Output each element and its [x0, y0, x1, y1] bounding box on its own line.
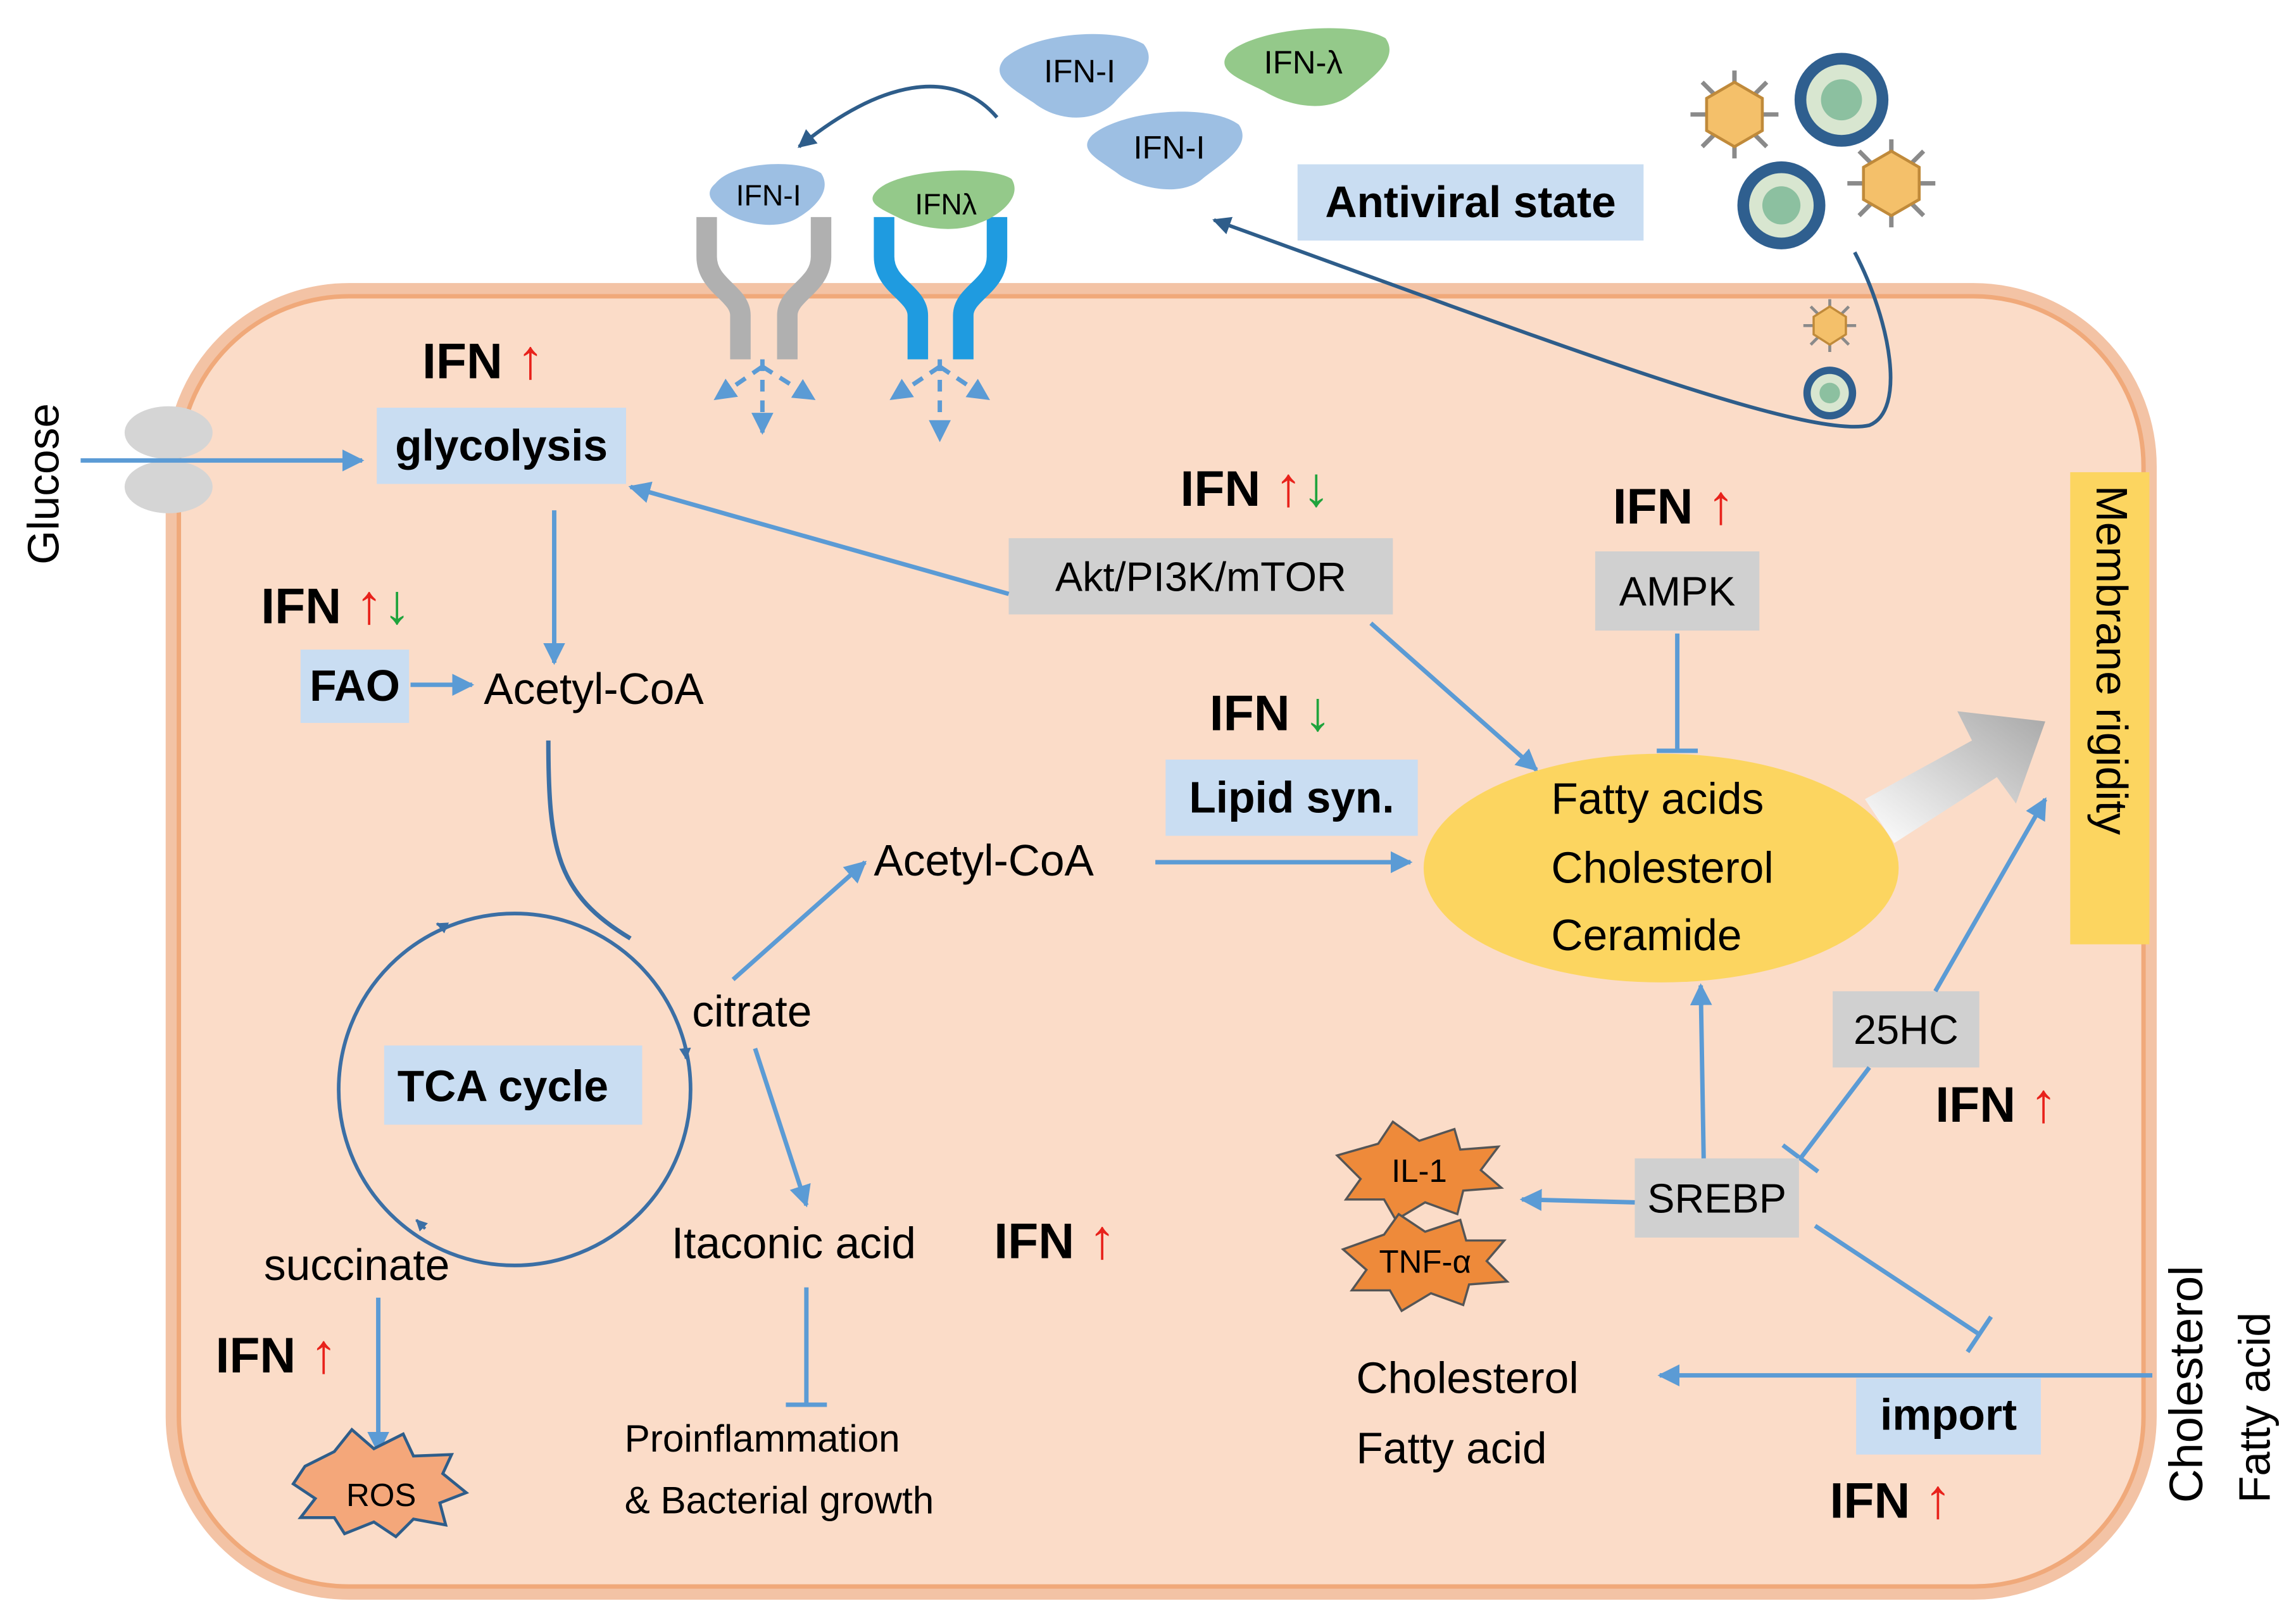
rigidity-block-arrow [1865, 711, 2045, 843]
virus-round-small-icon [1803, 367, 1857, 420]
hc25-inhibit-line [1798, 1066, 1871, 1160]
virus-spiky-small-icon [1803, 299, 1857, 353]
acetyl-into-tca-line [546, 740, 632, 941]
lipid-syn-label: Lipid syn. [1189, 772, 1394, 822]
citrate-label: citrate [692, 986, 812, 1036]
glucose-transporter-bottom [124, 460, 213, 513]
srebp-to-lipids-arrow [1690, 983, 1712, 1158]
virus-spiky-1-icon [1690, 70, 1779, 159]
glycolysis-label: glycolysis [395, 420, 608, 470]
ifn-import: IFN ↑ [1829, 1467, 1952, 1529]
antiviral-state-box [1297, 164, 1644, 241]
proinflammation-line2: & Bacterial growth [625, 1478, 934, 1521]
srebp-to-cytokines-arrow [1519, 1189, 1635, 1211]
ifn-i-ligand-1 [1000, 34, 1149, 118]
acetyl-coa-top: Acetyl-CoA [484, 664, 704, 713]
ifn-itaconic: IFN ↑ [994, 1207, 1116, 1270]
virus-round-2-icon [1737, 161, 1826, 249]
lipids-cholesterol: Cholesterol [1551, 843, 1773, 892]
ros-label: ROS [346, 1477, 416, 1513]
antiviral-state-label: Antiviral state [1325, 177, 1615, 227]
il1-star [1334, 1120, 1504, 1222]
ifn-ampk: IFN ↑ [1613, 473, 1735, 536]
tca-cycle-box [384, 1045, 643, 1125]
il1-label: IL-1 [1391, 1153, 1447, 1189]
tca-cycle-label: TCA cycle [398, 1062, 608, 1111]
ifn-i-receptor-ligand [710, 164, 825, 225]
lipid-syn-box [1165, 759, 1418, 836]
ifn-akt: IFN ↑↓ [1180, 455, 1330, 518]
srebp-inhibit-import-line [1814, 1224, 1981, 1336]
glucose-label: Glucose [19, 403, 68, 565]
ampk-box [1595, 551, 1760, 631]
akt-box [1008, 538, 1393, 615]
fatty-acid-in-label: Fatty acid [1356, 1424, 1546, 1473]
srebp-box [1634, 1158, 1799, 1238]
ifn-lambda-receptor-label: IFNλ [915, 187, 977, 220]
fao-label: FAO [310, 661, 400, 710]
ifn-i-ligand-2-label: IFN-I [1133, 129, 1205, 165]
akt-to-glycolysis-arrow [628, 481, 1010, 596]
hc25-inhibit-bar [1781, 1143, 1820, 1174]
ampk-label: AMPK [1619, 568, 1736, 615]
ifn-succinate: IFN ↑ [215, 1322, 337, 1384]
ifn-i-ligand-2 [1087, 111, 1243, 190]
srebp-label: SREBP [1647, 1176, 1786, 1222]
akt-to-lipids-arrow [1369, 621, 1538, 772]
tca-arrow-3 [415, 1219, 429, 1232]
ifn-fao: IFN ↑↓ [261, 572, 411, 635]
hc25-box [1833, 991, 1979, 1068]
ifn-lambda-ligand [1224, 28, 1390, 106]
succinate-label: succinate [264, 1240, 449, 1290]
cholesterol-out-label: Cholesterol [2160, 1265, 2212, 1503]
srebp-inhibit-import-bar [1966, 1315, 1993, 1353]
ifn-i-signal-arrows [713, 359, 816, 435]
tca-arrow-1 [436, 922, 449, 934]
citrate-to-acetyl-arrow [731, 860, 867, 981]
tnf-star [1341, 1212, 1510, 1313]
ifn-hc25: IFN ↑ [1935, 1071, 2057, 1134]
tnf-label: TNF-α [1379, 1244, 1471, 1280]
tca-arrow-2 [679, 1043, 691, 1060]
ligand-binding-arrow [798, 84, 999, 148]
fatty-acid-out-label: Fatty acid [2230, 1312, 2279, 1503]
cholesterol-in-label: Cholesterol [1356, 1353, 1578, 1402]
hc25-to-rigidity-arrow [1933, 797, 2047, 993]
citrate-to-itaconic-arrow [753, 1048, 811, 1208]
lipids-ceramide: Ceramide [1551, 910, 1741, 960]
tca-cycle-circle [337, 912, 693, 1267]
itaconic-acid-label: Itaconic acid [672, 1218, 916, 1267]
ifn-lambda-ligand-label: IFN-λ [1264, 44, 1343, 80]
acetyl-coa-mid: Acetyl-CoA [874, 836, 1094, 885]
proinflammation-line1: Proinflammation [625, 1417, 900, 1460]
import-label: import [1880, 1390, 2017, 1439]
hc25-label: 25HC [1854, 1007, 1959, 1053]
cell-body [177, 294, 2146, 1589]
virus-round-1-icon [1794, 53, 1889, 147]
virus-spiky-2-icon [1847, 139, 1936, 228]
glucose-transporter-top [124, 406, 213, 460]
ifn-lambda-signal-arrows [889, 359, 990, 442]
import-box [1856, 1378, 2041, 1455]
ifn-i-receptor [696, 217, 832, 360]
ros-star [291, 1428, 470, 1539]
ifn-i-receptor-label: IFN-I [736, 179, 801, 211]
ifn-lipid-syn: IFN ↓ [1210, 680, 1332, 743]
ifn-i-ligand-1-label: IFN-I [1044, 53, 1115, 89]
lipids-ellipse [1423, 753, 1899, 982]
membrane-rigidity-box [2070, 472, 2150, 945]
glycolysis-box [377, 408, 626, 484]
ifn-lambda-receptor [874, 217, 1008, 360]
lipids-fatty-acids: Fatty acids [1551, 774, 1764, 824]
virus-to-antiviral-arrow [1212, 217, 1893, 429]
ifn-lambda-receptor-ligand [872, 170, 1015, 229]
ifn-glycolysis: IFN ↑ [422, 328, 544, 391]
akt-label: Akt/PI3K/mTOR [1055, 554, 1346, 600]
membrane-rigidity-label: Membrane rigidity [2087, 486, 2136, 835]
fao-box [300, 650, 410, 723]
